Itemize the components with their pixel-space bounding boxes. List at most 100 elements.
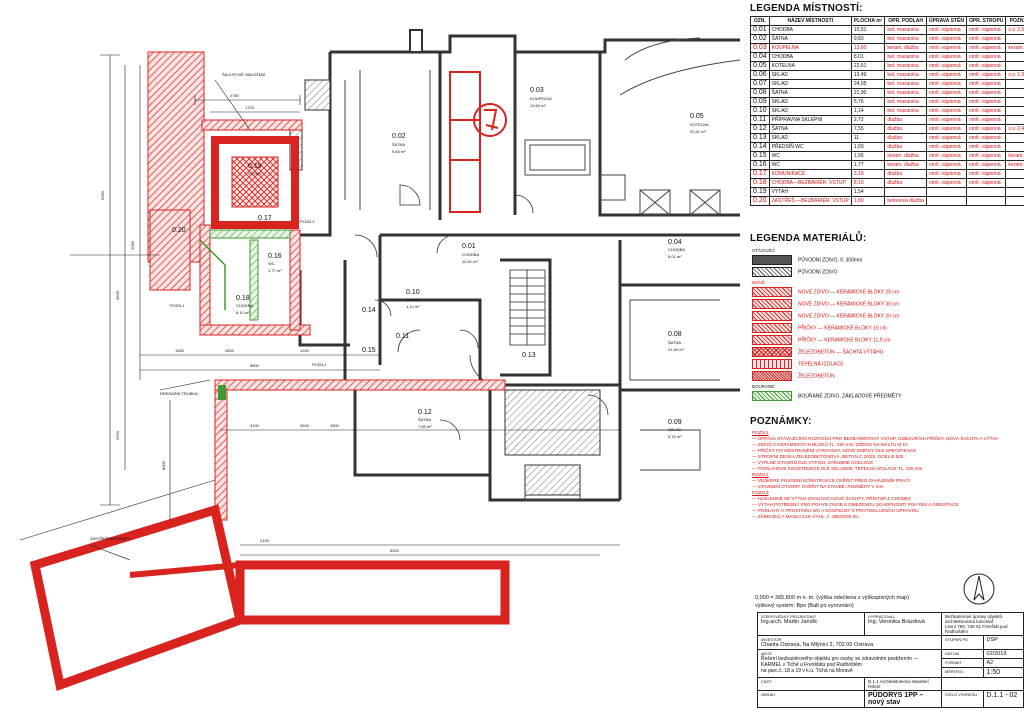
note-line: — PODLAHY V PROSTORU WC A KOUPELNY S PRO… — [752, 508, 919, 513]
rooms-cell-floor: bet. mazanina — [884, 97, 928, 107]
rooms-cell-note — [1005, 133, 1024, 143]
dim-text: 3100 — [250, 423, 260, 428]
material-legend-item: ŽELEZOBETON — ŠACHTA VÝTAHU — [752, 347, 883, 357]
tb-scale: 1:50 — [982, 667, 1024, 678]
note-line: — STROPNÍ DESKA ŽELEZOBETONOVÁ, BETON C … — [752, 454, 904, 459]
materials-group-label: NOVÉ: — [752, 280, 767, 285]
tb-format: A2 — [982, 658, 1024, 668]
room-name: CHODBA — [462, 252, 479, 257]
rooms-cell-id: 0.04 — [750, 52, 770, 62]
rooms-cell-walls: omít. vápenná — [926, 169, 967, 179]
rooms-cell-id: 0.16 — [750, 160, 770, 170]
tb-format-label: FORMÁT — [941, 658, 984, 668]
room-name: ŠATNA — [392, 142, 405, 147]
room-name: SKLAD — [406, 297, 419, 302]
elevation-note-2: výškový systém: Bpv (Balt po vyrovnání) — [755, 603, 854, 609]
room-label: 0.17 — [258, 215, 272, 222]
room-label: 0.19 — [248, 163, 262, 170]
room-label: 0.05 — [690, 113, 704, 120]
rooms-cell-note: s.v. 2,55 m — [1005, 25, 1024, 35]
rooms-cell-ceiling: omít. vápenná — [965, 52, 1007, 62]
dim-text: 3500 — [115, 290, 120, 300]
room-label: 0.16 — [268, 253, 282, 260]
material-swatch — [752, 323, 792, 333]
rooms-cell-floor: keram. dlažba — [884, 151, 928, 161]
material-legend-item: PŮVODNÍ ZDIVO — [752, 267, 837, 277]
room-name: VÝTAH — [248, 171, 261, 176]
note-line: POZN.1 — [752, 430, 769, 435]
room-label: 0.14 — [362, 307, 376, 314]
room-label: 0.15 — [362, 347, 376, 354]
materials-legend-title: LEGENDA MATERIÁLŮ: — [750, 233, 867, 244]
elevation-note-1: 0,000 = 365,800 m n. m. (výška odečtena … — [755, 595, 909, 601]
material-legend-item: NOVÉ ZDIVO — KERAMICKÉ BLOKY 20 cm — [752, 311, 899, 321]
material-label: ŽELEZOBETON — [798, 373, 835, 380]
rooms-cell-id: 0.13 — [750, 133, 770, 143]
note-line: — PODLAHOVÉ KONSTRUKCE DLE SKLADEB, TEPE… — [752, 466, 923, 471]
rooms-cell-area: 1,14 — [850, 106, 886, 116]
room-label: 0.10 — [406, 289, 420, 296]
rooms-cell-floor: bet. mazanina — [884, 79, 928, 89]
material-label: PŘÍČKY — KERAMICKÉ BLOKY 11,5 cm — [798, 337, 891, 344]
rooms-cell-ceiling: omít. vápenná — [965, 178, 1007, 188]
room-label: 0.02 — [392, 133, 406, 140]
dim-text: 5500 — [250, 363, 260, 368]
rooms-cell-floor: dlažba — [884, 169, 928, 179]
rooms-cell-walls: omít. vápenná — [926, 79, 967, 89]
rooms-cell-note — [1005, 52, 1024, 62]
notes-text: POZN.1— ÚPRAVA STÁVAJÍCÍHO ROZVODU PRO B… — [752, 430, 1020, 520]
tb-scale-label: MĚŘÍTKO — [941, 667, 984, 678]
room-label: 0.04 — [668, 239, 682, 246]
rooms-cell-name: WC — [768, 151, 852, 161]
rooms-cell-name: SKLAD — [768, 97, 852, 107]
rooms-cell-walls: omít. vápenná — [926, 25, 967, 35]
rooms-cell-id: 0.07 — [750, 79, 770, 89]
poz-ref: POZN.1 — [170, 303, 185, 308]
tb-stage: DSP — [982, 635, 1024, 650]
dim-text: 5060 — [100, 190, 105, 200]
leader-lines — [70, 79, 251, 561]
dim-text: 4500 — [300, 423, 310, 428]
room-area: 7,55 m² — [418, 424, 432, 429]
material-label: NOVÉ ZDIVO — KERAMICKÉ BLOKY 30 cm — [798, 301, 900, 308]
accessibility-symbol — [473, 103, 507, 137]
rooms-cell-note — [1005, 169, 1024, 179]
rooms-cell-note: keram. obklad — [1005, 160, 1024, 170]
tb-drawing-label: OBSAH — [757, 690, 865, 708]
rooms-cell-name: WC — [768, 160, 852, 170]
material-label: TEPELNÁ IZOLACE — [798, 361, 844, 368]
rooms-cell-id: 0.06 — [750, 70, 770, 80]
rooms-cell-note — [1005, 61, 1024, 71]
new-construction — [29, 51, 510, 691]
rooms-col-header: NÁZEV MÍSTNOSTI — [768, 16, 852, 26]
rooms-cell-name: SKLAD — [768, 133, 852, 143]
room-area: 8,10 m² — [236, 310, 250, 315]
room-name: ŠATNA — [418, 417, 431, 422]
rooms-cell-ceiling: omít. vápenná — [965, 169, 1007, 179]
rooms-col-header: OZN. — [750, 16, 770, 26]
dim-text: 8000 — [161, 460, 166, 470]
rooms-cell-walls: omít. vápenná — [926, 34, 967, 44]
rooms-cell-area: 24,05 — [850, 79, 886, 89]
rooms-cell-name: ZASTŘEŠ.—BEZBARIÉR. VSTUP — [768, 196, 852, 206]
rooms-cell-area: 21,90 — [850, 88, 886, 98]
rooms-cell-note — [1005, 115, 1024, 125]
rooms-cell-note — [1005, 97, 1024, 107]
rooms-cell-floor: bet. mazanina — [884, 52, 928, 62]
note-line: — ZÁBRADLÍ A MADLA DLE VYHL. č. 398/2009… — [752, 514, 860, 519]
material-label: PŘÍČKY — KERAMICKÉ BLOKY 15 cm — [798, 325, 887, 332]
rooms-cell-floor: bet. mazanina — [884, 88, 928, 98]
rooms-cell-id: 0.14 — [750, 142, 770, 152]
dim-text: 1200 — [300, 348, 310, 353]
room-area: 1,14 m² — [406, 304, 420, 309]
tb-dwgno: D.1.1 - 02 — [982, 690, 1024, 708]
material-swatch — [752, 391, 792, 401]
